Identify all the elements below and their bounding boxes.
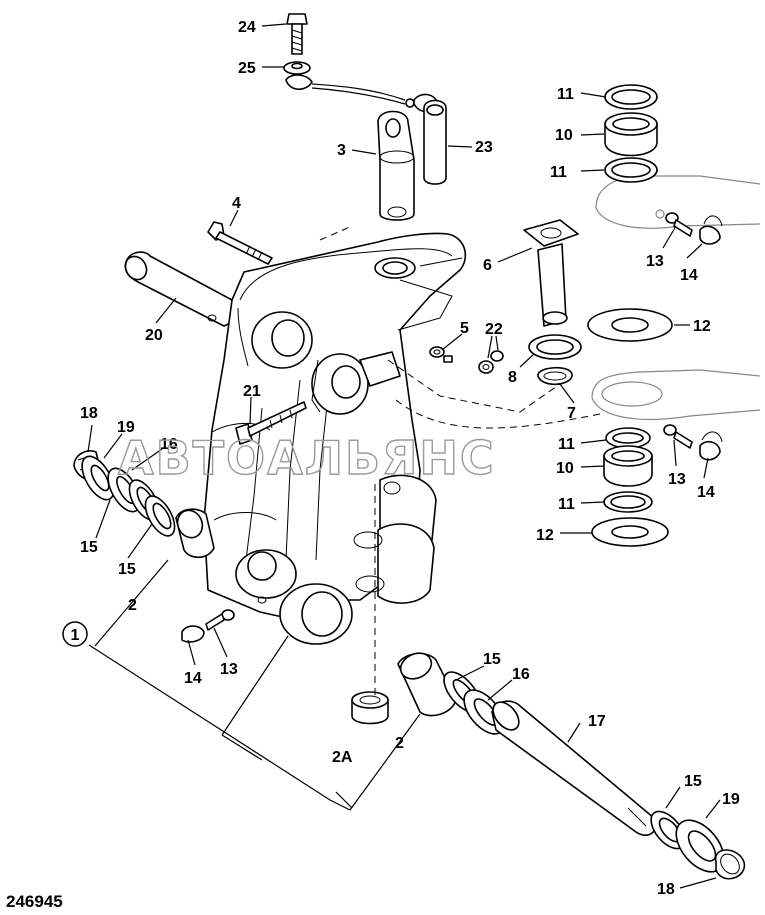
callout-5: 5 [460, 320, 469, 337]
nut-22 [478, 350, 504, 374]
callout-13-top: 13 [646, 253, 664, 270]
seal-ring-11-lower-b [603, 491, 653, 513]
figure-number: 246945 [6, 892, 63, 911]
callout-13-right: 13 [668, 471, 686, 488]
nut-5 [429, 346, 453, 363]
callout-1: 1 [71, 627, 80, 644]
pin-3 [377, 110, 415, 221]
callout-22: 22 [485, 321, 503, 338]
callout-14-top: 14 [680, 267, 698, 284]
bushing-6 [523, 219, 579, 327]
callout-10-top: 10 [555, 127, 573, 144]
callout-4: 4 [232, 195, 241, 212]
callout-17: 17 [588, 713, 606, 730]
callout-19-left: 19 [117, 419, 135, 436]
callout-12-bottom: 12 [536, 527, 554, 544]
assembly-lines-item-1 [88, 559, 421, 811]
callout-2A: 2A [332, 749, 353, 766]
bolt-24 [286, 13, 308, 55]
callout-18-left: 18 [80, 405, 98, 422]
cap-14-bottom [181, 625, 205, 643]
callout-11-lower-a: 11 [558, 436, 575, 453]
bolt-21 [235, 401, 307, 445]
callout-21: 21 [243, 383, 261, 400]
circlip-7 [537, 366, 573, 386]
callout-3: 3 [337, 142, 346, 159]
callout-20: 20 [145, 327, 163, 344]
callout-18-bottom: 18 [657, 881, 675, 898]
cap-14-lower [699, 431, 723, 461]
swing-bracket-body [203, 232, 467, 645]
callout-23: 23 [475, 139, 493, 156]
thrust-washer-12-bottom [591, 517, 669, 547]
callout-11-mid: 11 [550, 164, 567, 181]
ring-15-left-b [144, 495, 176, 537]
pin-23 [423, 99, 447, 185]
callout-15-bottom-b: 15 [684, 773, 702, 790]
callout-15-bottom-a: 15 [483, 651, 501, 668]
end-cap-18-bottom [715, 849, 745, 880]
bushing-2-bottom [397, 652, 457, 717]
callout-14-right: 14 [697, 484, 715, 501]
bearing-10-top [604, 112, 658, 157]
callout-13-bottom: 13 [220, 661, 238, 678]
bearing-10-lower [603, 445, 653, 487]
washer-25 [283, 61, 311, 75]
seal-19-left [81, 455, 115, 501]
seal-ring-11-lower-a [605, 427, 651, 449]
callout-8: 8 [508, 369, 517, 386]
pin-17 [491, 700, 657, 836]
callout-2-left: 2 [128, 597, 137, 614]
callout-15-left-a: 15 [80, 539, 98, 556]
bushing-2A [351, 691, 389, 725]
callout-16-bottom: 16 [512, 666, 530, 683]
grease-nipple-13-upper [665, 212, 693, 237]
callout-10-lower: 10 [556, 460, 574, 477]
callout-19-bottom: 19 [722, 791, 740, 808]
callout-11-lower-b: 11 [558, 496, 575, 513]
pin-20 [124, 251, 237, 327]
centre-lines [319, 225, 601, 700]
seal-19-bottom [675, 819, 725, 873]
callout-16-left: 16 [160, 436, 178, 453]
callout-2-bottom: 2 [395, 735, 404, 752]
callout-24: 24 [238, 19, 256, 36]
cap-14-upper [699, 215, 723, 245]
leader-lines [87, 23, 721, 889]
callout-14-bottom: 14 [184, 670, 202, 687]
callout-1-circle: 1 [62, 621, 88, 647]
callout-11-top: 11 [557, 86, 574, 103]
callout-6: 6 [483, 257, 492, 274]
callout-7: 7 [567, 405, 576, 422]
thrust-washer-12-top [587, 308, 673, 342]
washer-8 [528, 334, 582, 360]
grease-nipple-13-bottom [205, 609, 235, 631]
callout-labels: 24 25 3 23 4 20 6 5 22 8 7 12 11 10 11 1… [80, 19, 740, 898]
callout-25: 25 [238, 60, 256, 77]
callout-15-left-b: 15 [118, 561, 136, 578]
grease-nipple-13-lower [663, 424, 693, 449]
watermark-text: АВТОАЛЬЯНС [118, 431, 496, 485]
bushing-2-left [175, 508, 215, 559]
callout-12-top: 12 [693, 318, 711, 335]
seal-ring-11-top [604, 84, 658, 110]
lanyard-cable [285, 74, 439, 113]
swing-casting-lower-ghost [591, 369, 761, 421]
long-bolt-4 [207, 221, 273, 265]
seal-ring-11-mid [604, 157, 658, 183]
